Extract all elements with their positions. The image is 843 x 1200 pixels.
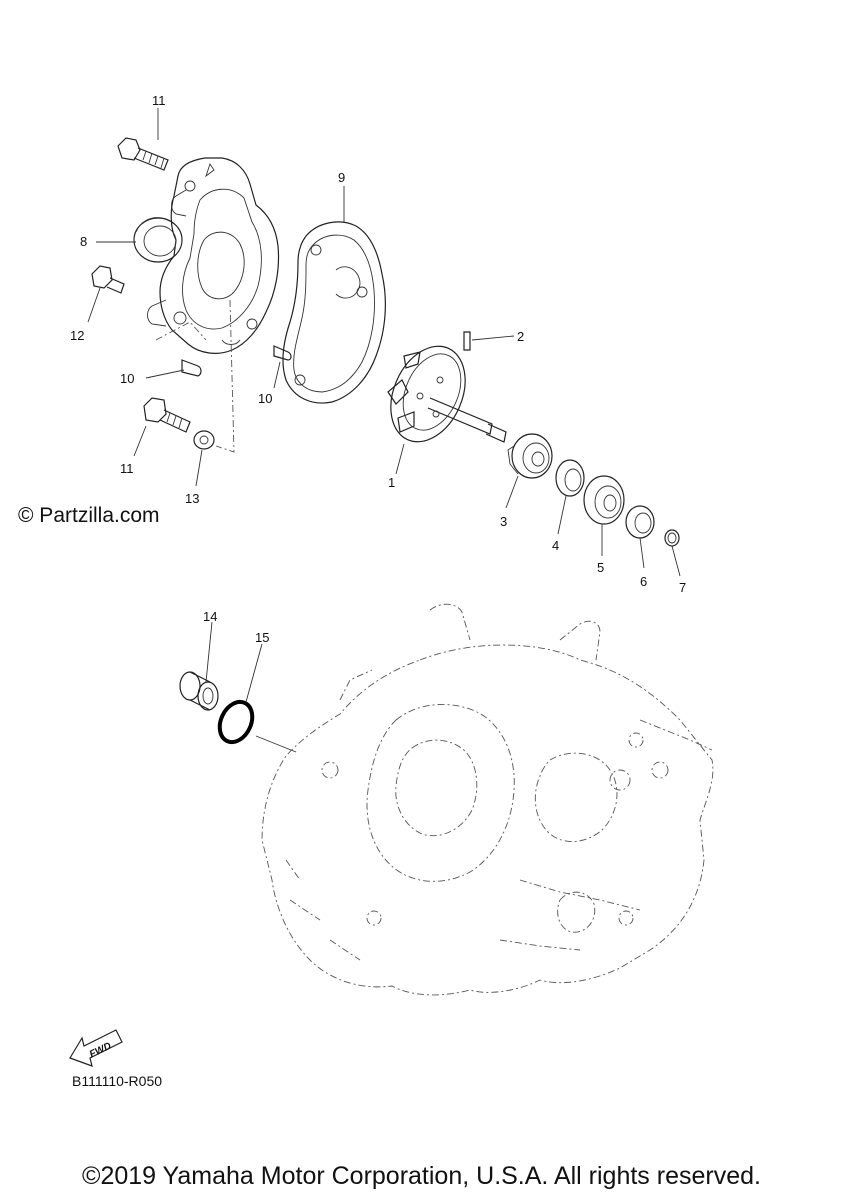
pump-cover [147,157,280,354]
bolt-11-bottom [143,397,191,433]
impeller-shaft-1 [387,345,507,443]
callout-13: 13 [185,491,199,506]
callout-14: 14 [203,609,217,624]
oil-seal-8 [133,217,183,263]
pin-2 [463,331,471,351]
callout-15: 15 [255,630,269,645]
bolt-12 [91,265,125,294]
callout-2: 2 [517,329,524,344]
dowel-pin-10-right [273,345,292,361]
bearing-3 [507,433,553,479]
callout-11-bottom: 11 [120,461,134,476]
callout-4: 4 [552,538,559,553]
partzilla-watermark: © Partzilla.com [18,504,160,527]
copyright-notice: ©2019 Yamaha Motor Corporation, U.S.A. A… [82,1162,761,1190]
leader-lines [87,108,681,703]
callout-10-left: 10 [120,371,134,386]
callout-8: 8 [80,234,87,249]
circlip-7 [664,529,680,547]
callout-3: 3 [500,514,507,529]
callout-10-right: 10 [258,391,272,406]
gasket-9 [282,221,386,404]
callout-5: 5 [597,560,604,575]
bolt-11-top [117,137,169,171]
seal-6 [625,505,655,539]
callout-7: 7 [679,580,686,595]
callout-6: 6 [640,574,647,589]
callout-1: 1 [388,475,395,490]
dowel-pin-10-left [181,359,202,377]
callout-12: 12 [70,328,84,343]
fwd-arrow-icon: FWD [69,1029,123,1067]
callout-11-top: 11 [152,93,166,108]
crankcase-outline [261,603,714,996]
collar-14 [179,671,219,711]
diagram-code: B111110-R050 [72,1073,163,1089]
callout-labels: 1 2 3 4 5 6 7 8 9 10 10 11 11 12 13 14 1… [70,93,686,645]
o-ring-15 [217,699,255,745]
seal-4 [555,459,585,497]
washer-13 [193,430,215,450]
callout-9: 9 [338,170,345,185]
bearing-5 [583,475,625,525]
